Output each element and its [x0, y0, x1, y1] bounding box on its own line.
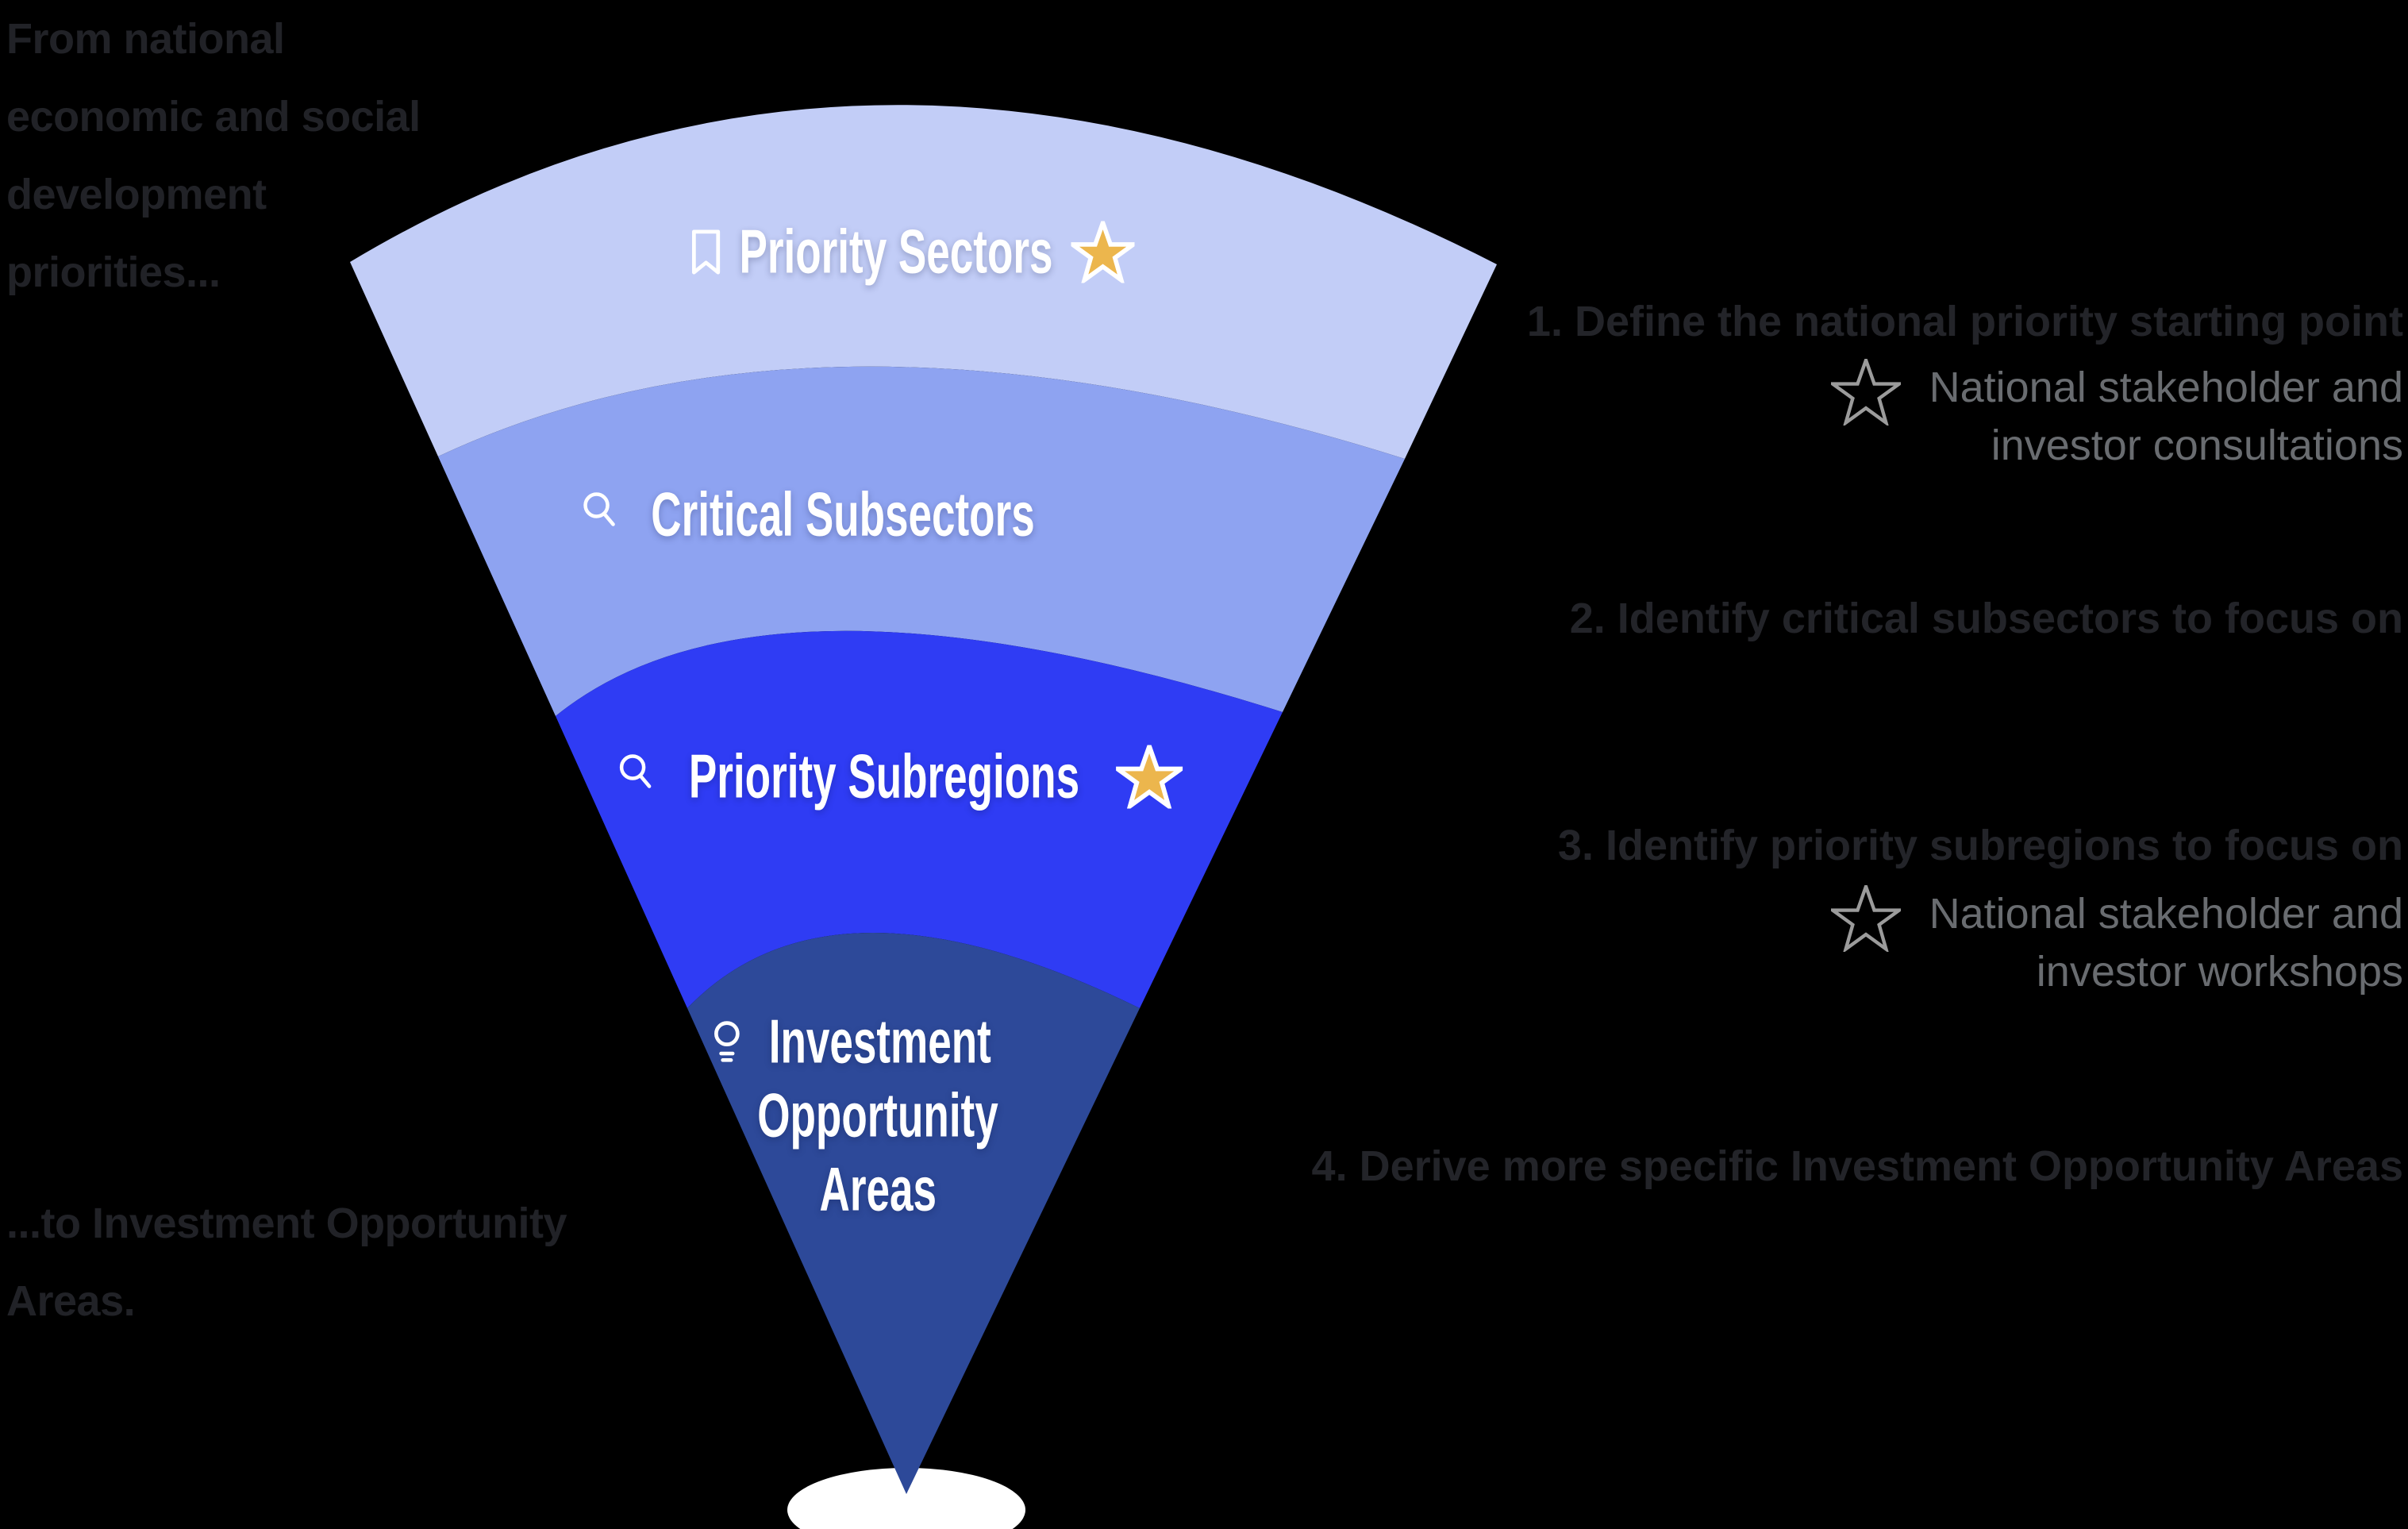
- layer4-label-line2: Opportunity: [757, 1080, 998, 1150]
- funnel-base-ellipse: [787, 1468, 1025, 1529]
- intro-bottom-text: ...to Investment Opportunity Areas.: [6, 1184, 567, 1340]
- intro-top-line2: economic and social: [6, 93, 421, 141]
- step1-note-line2: investor consultations: [1991, 422, 2403, 469]
- layer4-line3-row: Areas: [792, 1153, 964, 1227]
- step4-label: 4. Derive more specific Investment Oppor…: [1311, 1142, 2403, 1190]
- step1-note-line1: National stakeholder and: [1929, 364, 2403, 411]
- step1-note-text: National stakeholder and investor consul…: [1929, 359, 2403, 475]
- search-icon: [583, 491, 615, 526]
- layer3-label-row: Priority Subregions: [619, 741, 1183, 813]
- funnel-layer4-shape: [687, 933, 1140, 1494]
- bookmark-icon: [691, 229, 721, 275]
- step1-label: 1. Define the national priority starting…: [1526, 298, 2403, 345]
- layer4-line2-row: Opportunity: [701, 1079, 1055, 1153]
- layer2-label: Critical Subsectors: [651, 479, 1035, 549]
- layer3-label: Priority Subregions: [688, 741, 1080, 811]
- layer4-line1-row: Investment: [712, 1005, 1044, 1079]
- funnel-layer3-shape: [556, 630, 1283, 1008]
- intro-top-line4: priorities...: [6, 248, 221, 296]
- intro-bottom-line1: ...to Investment Opportunity: [6, 1200, 567, 1247]
- intro-top-text: From national economic and social develo…: [6, 0, 421, 311]
- step3-label: 3. Identify priority subregions to focus…: [1557, 822, 2403, 869]
- step2-label: 2. Identify critical subsectors to focus…: [1569, 595, 2403, 642]
- step3-note-line1: National stakeholder and: [1929, 890, 2403, 938]
- intro-bottom-line2: Areas.: [6, 1277, 136, 1325]
- star-icon: [1071, 221, 1135, 283]
- layer4-label-line3: Areas: [819, 1153, 937, 1224]
- intro-top-line3: development: [6, 171, 267, 218]
- star-outline-icon: [1830, 885, 1901, 952]
- step3-note: National stakeholder and investor worksh…: [1830, 885, 2403, 1001]
- layer2-label-row: Critical Subsectors: [583, 479, 1125, 551]
- intro-top-line1: From national: [6, 15, 285, 63]
- layer4-label-block: Investment Opportunity Areas: [701, 1005, 1055, 1227]
- layer1-label: Priority Sectors: [739, 216, 1053, 287]
- step3-note-text: National stakeholder and investor worksh…: [1929, 885, 2403, 1001]
- step3-note-line2: investor workshops: [2036, 948, 2403, 996]
- search-icon: [619, 753, 652, 788]
- funnel-layer2-shape: [438, 366, 1405, 716]
- star-outline-icon: [1830, 359, 1901, 426]
- layer1-label-row: Priority Sectors: [691, 216, 1135, 288]
- funnel-layer1-shape: [350, 105, 1497, 459]
- layer4-label-line1: Investment: [768, 1006, 992, 1076]
- star-icon: [1115, 745, 1183, 808]
- lightbulb-icon: [714, 1020, 740, 1062]
- step1-note: National stakeholder and investor consul…: [1830, 359, 2403, 475]
